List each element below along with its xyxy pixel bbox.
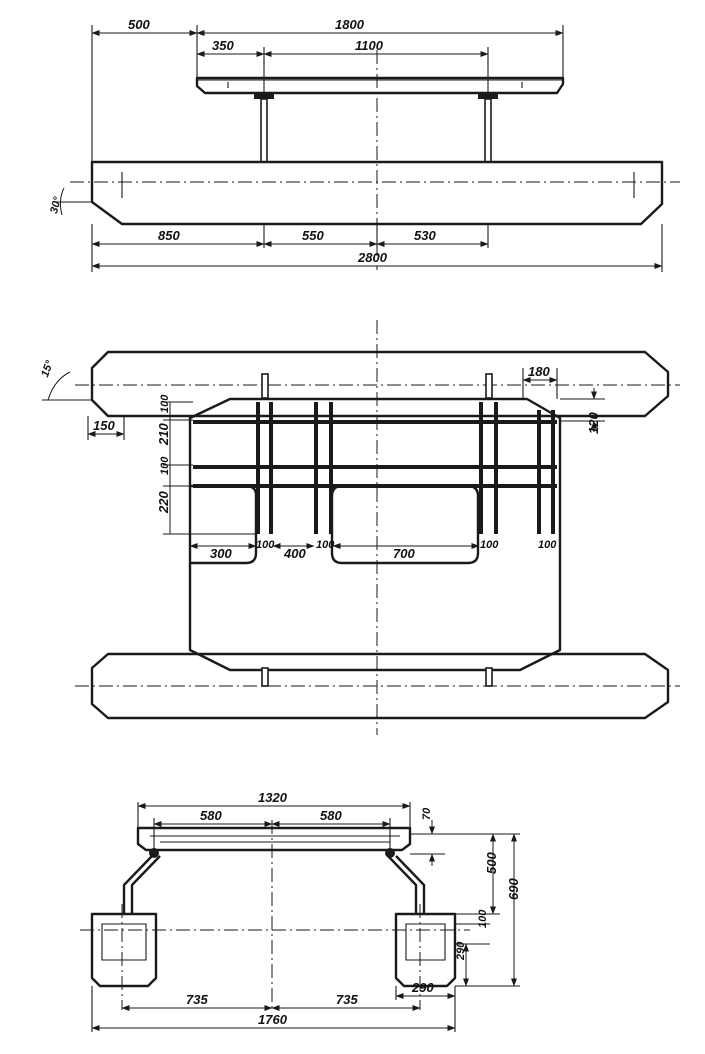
dim-bow-angle-plan: 15° bbox=[39, 358, 56, 378]
dim-gap-2: 400 bbox=[283, 546, 306, 561]
dim-bow-len: 150 bbox=[93, 418, 115, 433]
dim-float-top: 100 bbox=[477, 909, 489, 928]
dim-half-left: 580 bbox=[200, 808, 222, 823]
dim-bar-3: 100 bbox=[480, 539, 499, 551]
dim-ear-width: 180 bbox=[528, 364, 550, 379]
dim-base-right: 735 bbox=[336, 992, 358, 1007]
dim-row-4: 220 bbox=[156, 491, 171, 514]
dim-deck-thick: 70 bbox=[421, 807, 433, 820]
plan-view: 15° 150 180 120 100 210 100 220 300 100 … bbox=[39, 320, 680, 735]
front-float-right bbox=[394, 912, 457, 988]
front-strut-right bbox=[387, 855, 426, 914]
front-view: 1320 580 580 70 500 690 100 290 290 bbox=[80, 790, 521, 1032]
dim-float-w: 290 bbox=[411, 980, 434, 995]
side-post-left bbox=[254, 93, 274, 163]
dim-top-width: 1320 bbox=[258, 790, 288, 805]
dim-bottom-mid: 550 bbox=[302, 228, 324, 243]
dim-offset-left: 500 bbox=[128, 17, 150, 32]
plan-float-bottom bbox=[90, 652, 670, 720]
dim-row-2: 210 bbox=[156, 423, 171, 446]
dim-row-1: 100 bbox=[159, 394, 171, 413]
dim-height-total: 690 bbox=[506, 878, 521, 900]
plan-stiffeners bbox=[193, 373, 557, 687]
dim-overall-top: 1800 bbox=[335, 17, 365, 32]
dim-bow-angle-side: 30° bbox=[48, 195, 64, 215]
dim-support-span: 1100 bbox=[355, 38, 384, 53]
side-view: 500 1800 350 1100 30° 850 550 530 2800 bbox=[48, 17, 680, 272]
dim-bottom-left: 850 bbox=[158, 228, 180, 243]
front-deck bbox=[136, 826, 412, 852]
front-float-left bbox=[90, 912, 158, 988]
side-post-right bbox=[478, 93, 498, 163]
dim-gap-1: 300 bbox=[210, 546, 232, 561]
dim-support-offset: 350 bbox=[212, 38, 234, 53]
dim-overall-bottom: 2800 bbox=[357, 250, 388, 265]
plan-deck bbox=[188, 397, 562, 672]
dim-bar-2: 100 bbox=[316, 539, 335, 551]
dim-bar-4: 100 bbox=[538, 539, 557, 551]
plan-float-top bbox=[90, 350, 670, 418]
dim-base-left: 735 bbox=[186, 992, 208, 1007]
dim-float-h: 290 bbox=[455, 941, 467, 961]
dim-height-deck: 500 bbox=[484, 852, 499, 874]
front-strut-left bbox=[122, 855, 161, 914]
dim-gap-3: 700 bbox=[393, 546, 415, 561]
dim-bottom-right: 530 bbox=[414, 228, 436, 243]
dim-ear-depth: 120 bbox=[586, 412, 601, 434]
dim-row-3: 100 bbox=[159, 456, 171, 475]
dim-half-right: 580 bbox=[320, 808, 342, 823]
dim-bar-1: 100 bbox=[256, 539, 275, 551]
dim-base-total: 1760 bbox=[258, 1012, 288, 1027]
